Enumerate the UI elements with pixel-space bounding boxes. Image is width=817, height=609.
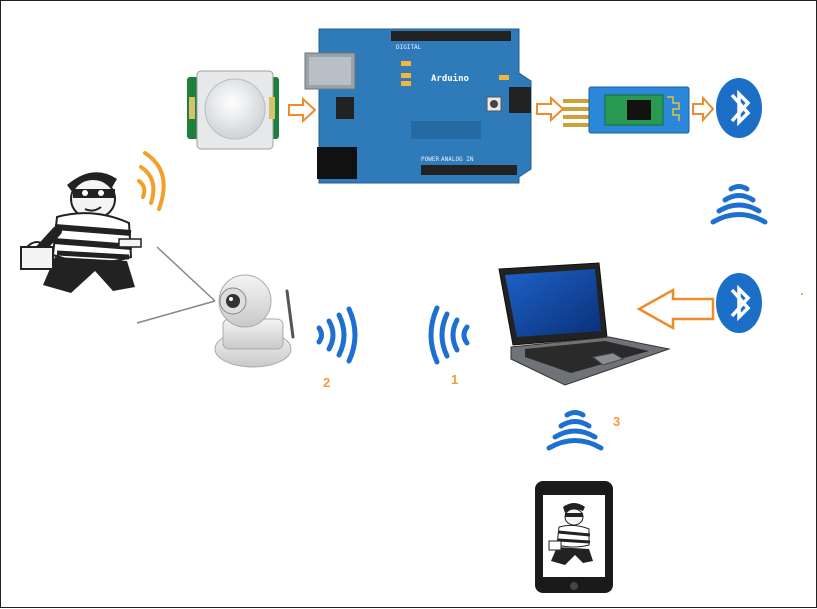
burglar-icon [20, 172, 142, 293]
bluetooth-icon [716, 78, 762, 138]
arduino-board-icon: Arduino DIGITAL ANALOG IN POWER [304, 28, 532, 184]
arrow-icon [536, 95, 565, 123]
pir-sensor-icon [187, 70, 279, 150]
arduino-brand-text: Arduino [431, 73, 469, 84]
camera-field-of-view [136, 246, 216, 324]
wifi-signal-icon [428, 305, 470, 365]
ip-camera-icon [214, 274, 295, 368]
step-label-2: 2 [323, 375, 330, 390]
step-label-1: 1 [451, 372, 458, 387]
wifi-signal-icon [710, 184, 768, 225]
wifi-signal-icon [316, 306, 358, 364]
arrow-icon [692, 95, 715, 123]
arrow-icon [288, 96, 317, 124]
smartphone-icon [535, 481, 613, 593]
step-label-3: 3 [613, 414, 620, 429]
bluetooth-module-icon [563, 86, 690, 134]
stray-dot [801, 293, 803, 295]
svg-text:ANALOG IN: ANALOG IN [441, 156, 474, 163]
wifi-signal-icon [546, 410, 604, 451]
arrow-icon [636, 287, 715, 331]
motion-signal-icon [137, 151, 166, 211]
bluetooth-icon [716, 273, 762, 333]
laptop-icon [498, 262, 671, 386]
svg-text:POWER: POWER [421, 156, 439, 163]
svg-text:DIGITAL: DIGITAL [396, 44, 422, 51]
